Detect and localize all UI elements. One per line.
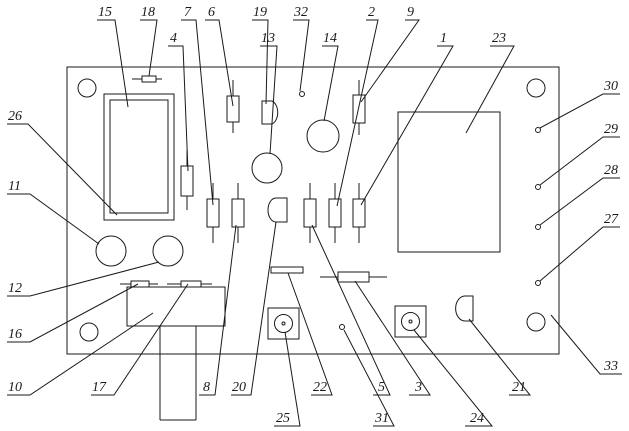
component-22-bar [270, 266, 304, 274]
component-29-hole [535, 184, 541, 190]
label-2: 2 [368, 5, 375, 20]
label-32: 32 [293, 5, 308, 20]
label-10: 10 [8, 380, 22, 395]
leader-lines [7, 19, 622, 427]
label-30: 30 [603, 79, 618, 94]
label-7: 7 [184, 5, 192, 20]
label-18: 18 [141, 5, 155, 20]
label-24: 24 [470, 411, 484, 426]
mount-hole-top-right [526, 78, 546, 98]
label-22: 22 [313, 380, 327, 395]
label-4: 4 [170, 31, 177, 46]
component-28-hole [535, 224, 541, 230]
component-8-resistor [231, 183, 245, 243]
component-6-resistor [226, 80, 240, 133]
component-16-resistor [120, 280, 158, 288]
mount-hole-bottom-right [526, 312, 546, 332]
component-2-resistor [328, 183, 342, 243]
component-13-circle [251, 152, 283, 184]
label-12: 12 [8, 281, 22, 296]
label-26: 26 [8, 109, 22, 124]
component-18-resistor [132, 75, 162, 83]
label-11: 11 [8, 179, 21, 194]
label-29: 29 [604, 122, 618, 137]
component-24-button [394, 305, 427, 338]
component-12-circle [152, 235, 184, 267]
label-25: 25 [276, 411, 290, 426]
label-9: 9 [407, 5, 414, 20]
label-1: 1 [440, 31, 447, 46]
label-31: 31 [374, 411, 389, 426]
label-21: 21 [512, 380, 526, 395]
component-7-resistor [206, 183, 220, 243]
component-21-d-shape [455, 295, 474, 322]
component-32-hole [299, 91, 305, 97]
label-6: 6 [208, 5, 215, 20]
component-19-d-shape [261, 100, 279, 125]
component-20-d-shape [267, 197, 288, 223]
mount-hole-top-left [77, 78, 97, 98]
label-19: 19 [253, 5, 267, 20]
label-14: 14 [323, 31, 337, 46]
component-10-connector [126, 286, 226, 421]
label-16: 16 [8, 327, 22, 342]
label-8: 8 [203, 380, 210, 395]
label-15: 15 [98, 5, 112, 20]
component-17-resistor [167, 280, 212, 288]
component-25-button [267, 307, 300, 340]
component-11-circle [95, 235, 127, 267]
label-27: 27 [604, 212, 619, 227]
component-1-resistor [352, 183, 366, 243]
label-28: 28 [604, 163, 618, 178]
component-3-resistor [320, 271, 387, 283]
label-5: 5 [378, 380, 385, 395]
component-15-display [103, 93, 175, 221]
label-33: 33 [603, 359, 618, 374]
label-20: 20 [232, 380, 246, 395]
callout-labels: 15 18 7 6 19 32 2 9 4 13 14 1 23 26 30 2… [8, 5, 619, 426]
label-17: 17 [92, 380, 107, 395]
mount-hole-bottom-left [79, 322, 99, 342]
component-27-hole [535, 280, 541, 286]
label-23: 23 [492, 31, 506, 46]
component-14-circle [306, 119, 340, 153]
component-4-resistor [180, 150, 194, 210]
label-3: 3 [414, 380, 422, 395]
component-31-hole [339, 324, 345, 330]
label-13: 13 [261, 31, 275, 46]
component-5-resistor [303, 183, 317, 243]
component-30-hole [535, 127, 541, 133]
component-23-block [397, 111, 501, 253]
